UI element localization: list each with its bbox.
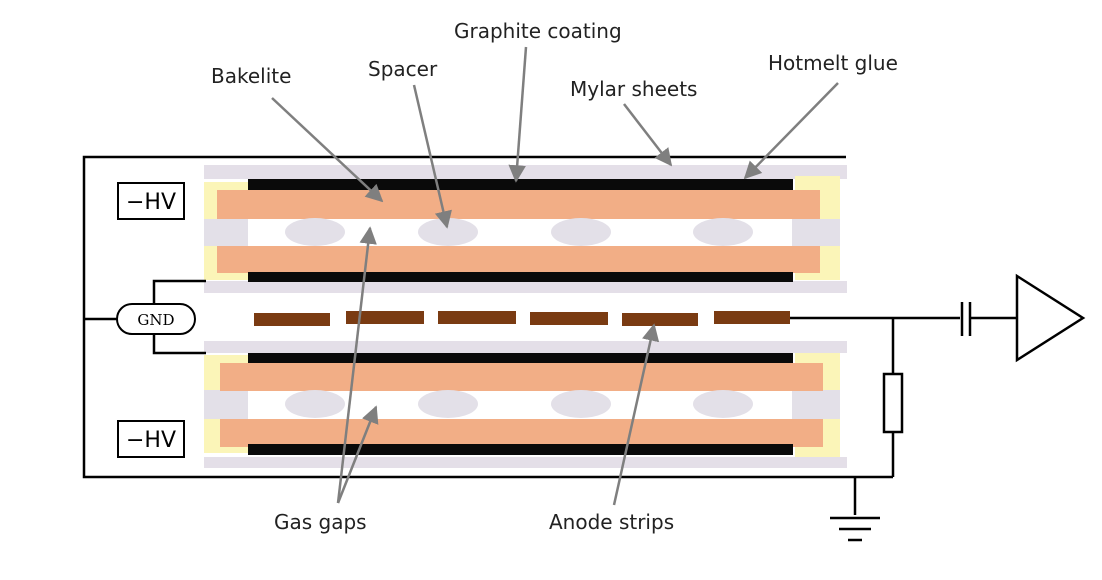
hv-top-label: −HV <box>126 190 176 215</box>
top-chamber <box>204 165 847 293</box>
gnd-lower-wire <box>152 333 206 355</box>
graphite-arrow <box>508 46 528 183</box>
bottom-spacer <box>418 390 478 418</box>
hotmelt-arrow <box>743 82 839 180</box>
amplifier-symbol <box>1015 273 1086 363</box>
top-gap-spacer-band-right <box>792 219 840 246</box>
bottom-graphite-lower <box>248 444 793 455</box>
hotmelt-glue-label: Hotmelt glue <box>768 51 898 75</box>
outer-ground-loop <box>82 155 893 479</box>
ground-symbol <box>830 516 880 542</box>
mylar-sheets-label: Mylar sheets <box>570 77 697 101</box>
anode-strips <box>254 311 790 326</box>
bottom-bakelite-lower <box>220 419 823 447</box>
mylar-arrow <box>623 103 673 167</box>
bottom-chamber <box>204 341 847 468</box>
anode-arrow <box>612 323 660 506</box>
callout-arrows <box>271 46 839 506</box>
bottom-gap-spacer-band-left <box>204 390 248 419</box>
top-gap-spacer-band-left <box>204 219 248 246</box>
top-bakelite-upper <box>217 190 820 219</box>
anode-strip <box>254 313 330 326</box>
termination-resistor <box>882 372 904 434</box>
spacer-label: Spacer <box>368 57 438 81</box>
bakelite-label: Bakelite <box>211 64 291 88</box>
top-spacer <box>418 218 478 246</box>
hv-bottom-box: −HV <box>117 420 185 458</box>
gas-gaps-label: Gas gaps <box>274 510 367 534</box>
gnd-upper-wire <box>152 279 206 306</box>
top-bakelite-lower <box>217 246 820 273</box>
top-spacer <box>551 218 611 246</box>
anode-strip <box>438 311 516 324</box>
bakelite-arrow <box>271 97 384 203</box>
gas-gaps-arrow-top <box>336 226 377 504</box>
wiring <box>82 155 1086 542</box>
bottom-graphite-upper <box>248 353 793 364</box>
anode-strip <box>530 312 608 325</box>
bottom-spacer <box>693 390 753 418</box>
anode-strip <box>346 311 424 324</box>
graphite-coating-label: Graphite coating <box>454 19 622 43</box>
bottom-spacer <box>551 390 611 418</box>
bottom-gap-spacer-band-right <box>792 390 840 419</box>
anode-strips-label: Anode strips <box>549 510 674 534</box>
bottom-spacer <box>285 390 345 418</box>
top-graphite-lower <box>248 272 793 282</box>
hv-top-box: −HV <box>117 182 185 220</box>
gas-gaps-arrow-bottom <box>336 405 379 504</box>
anode-strip <box>622 313 698 326</box>
gnd-label: GND <box>137 311 174 329</box>
gnd-terminal: GND <box>116 303 196 335</box>
anode-strip <box>714 311 790 324</box>
bottom-bakelite-upper <box>220 363 823 391</box>
top-spacer <box>285 218 345 246</box>
spacer-arrow <box>412 84 452 229</box>
hv-bottom-label: −HV <box>126 428 176 453</box>
top-spacer <box>693 218 753 246</box>
top-graphite-upper <box>248 179 793 191</box>
